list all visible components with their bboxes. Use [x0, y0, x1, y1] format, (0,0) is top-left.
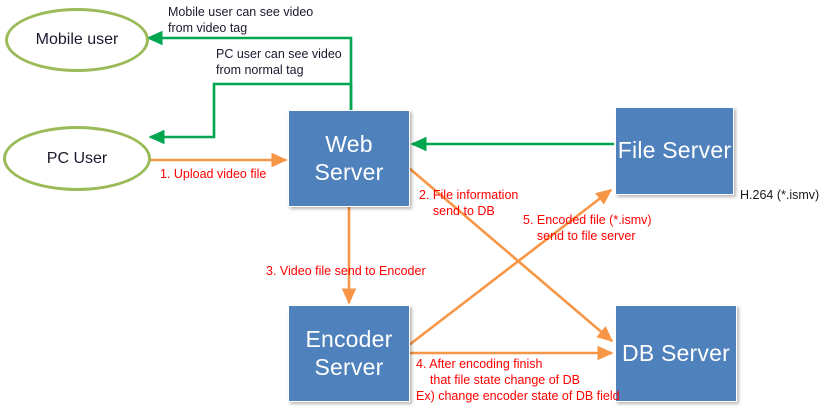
step-label-5-encoded-file-send-to-file-server: 5. Encoded file (*.ismv) send to file se… [523, 213, 652, 243]
step-label-2-file-information-send-to-db: 2. File information send to DB [419, 188, 519, 218]
note-codec-format: H.264 (*.ismv) [740, 188, 820, 202]
step-label-1-upload-video-file: 1. Upload video file [160, 167, 267, 181]
note-pc-playback: PC user can see video from normal tag [216, 47, 342, 77]
node-encoder-server[interactable]: Encoder Server [288, 305, 410, 402]
node-web-server[interactable]: Web Server [288, 110, 410, 207]
flow-step5-encoderserver-to-fileserver [408, 188, 613, 347]
step-label-3-video-file-send-to-encoder: 3. Video file send to Encoder [266, 264, 426, 278]
node-mobile-user[interactable]: Mobile user [5, 8, 149, 72]
flow-webserver-to-pc-user [148, 82, 353, 145]
note-mobile-playback: Mobile user can see video from video tag [168, 5, 314, 35]
node-pc-user[interactable]: PC User [3, 126, 151, 191]
node-db-server[interactable]: DB Server [615, 305, 737, 402]
flow-step2-webserver-to-dbserver [408, 167, 614, 343]
node-file-server[interactable]: File Server [615, 107, 734, 195]
step-label-4-after-encoding-finish: 4. After encoding finish that file state… [416, 357, 620, 403]
